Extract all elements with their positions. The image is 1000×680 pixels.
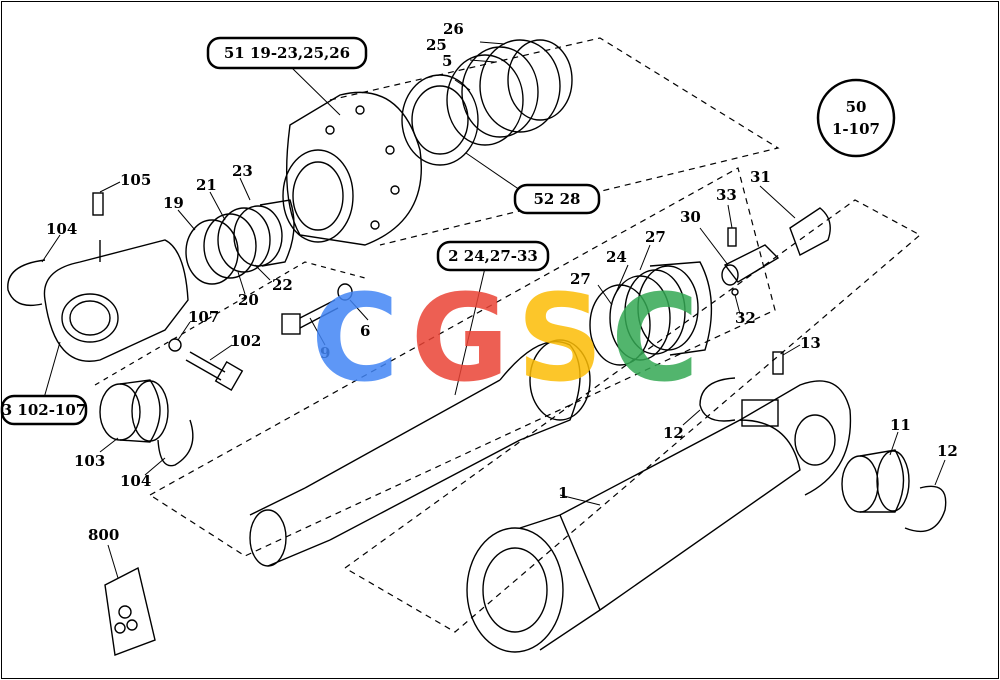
label-9: 9 [320,344,330,362]
label-26: 26 [443,20,464,38]
callout-50-bottom: 1-107 [832,120,880,138]
label-22: 22 [272,276,293,294]
label-102: 102 [230,332,261,350]
label-105: 105 [120,171,151,189]
watermark-letter: C [611,270,699,409]
piston-rod [249,339,591,567]
label-27-right: 27 [645,228,666,246]
callout-3: 3 102-107 [2,401,87,419]
piston-seals [589,261,713,366]
callout-51: 51 19-23,25,26 [224,44,350,62]
bolt-102 [168,338,244,391]
callout-boxes: 51 19-23,25,26 52 28 2 24,27-33 3 102-10… [0,36,896,426]
label-33: 33 [716,186,737,204]
grease-nipple-105 [92,192,104,216]
label-6: 6 [360,322,370,340]
label-11: 11 [890,416,911,434]
label-23: 23 [232,162,253,180]
dashed-group-barrel [344,199,922,633]
cylinder-barrel [466,380,852,653]
label-27-left: 27 [570,270,591,288]
leader-lines [41,41,946,579]
watermark-letter: S [517,270,603,409]
label-31: 31 [750,168,771,186]
label-103: 103 [74,452,105,470]
snap-ring-104-top [7,259,46,307]
label-12-right: 12 [937,442,958,460]
valve-assembly [721,207,831,296]
label-32: 32 [735,309,756,327]
rod-eye [43,239,189,362]
part-labels: 1 5 6 9 11 12 12 13 19 20 21 22 23 24 25… [46,20,958,544]
seal-kit-800 [104,566,156,656]
dashed-group-rod [149,167,776,557]
grease-nipple-13 [772,351,784,375]
label-24: 24 [606,248,627,266]
callout-50-top: 50 [846,98,867,116]
bushing-103 [99,379,194,467]
label-13: 13 [800,334,821,352]
label-21: 21 [196,176,217,194]
bushing-11 [699,377,947,533]
callout-2: 2 24,27-33 [448,247,538,265]
dashed-group-end [94,261,366,386]
label-104-top: 104 [46,220,77,238]
label-12-left: 12 [663,424,684,442]
guide-ring [401,39,573,166]
label-30: 30 [680,208,701,226]
callout-52: 52 28 [534,190,581,208]
watermark-letter: C [311,270,399,409]
label-107: 107 [188,308,219,326]
watermark-letter: G [411,270,510,409]
bolt-9 [281,283,353,335]
label-20: 20 [238,291,259,309]
label-5: 5 [442,52,452,70]
label-1: 1 [558,484,568,502]
label-25: 25 [426,36,447,54]
label-800: 800 [88,526,119,544]
label-104-bottom: 104 [120,472,151,490]
seal-stack-left [185,199,295,285]
cylinder-head [282,91,422,246]
label-19: 19 [163,194,184,212]
